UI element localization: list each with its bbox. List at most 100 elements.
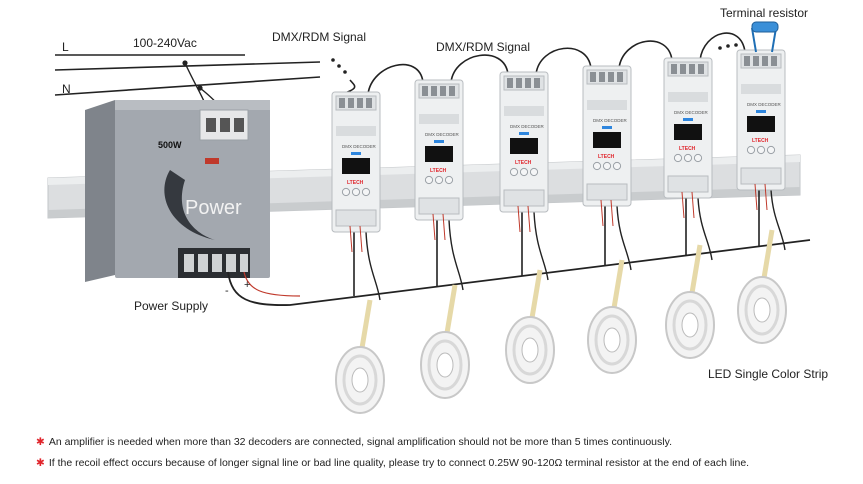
terminal-resistor-label: Terminal resistor [720, 6, 809, 20]
decoder-bottom-terminal [335, 209, 377, 227]
strip-reel-inner [672, 299, 708, 351]
terminal-screw [366, 98, 372, 108]
signal-link [535, 47, 592, 75]
signal-link [699, 32, 746, 61]
led-strip-row [335, 229, 787, 414]
strip-feed-wire [697, 197, 713, 261]
decoder-brand-text: LTECH [679, 146, 696, 152]
decoder-button-icon [746, 145, 756, 155]
decoder-model-text: DMX DECODER [342, 144, 377, 149]
signal-link [450, 54, 509, 83]
decoder-bottom-terminal [503, 189, 545, 207]
decoder-button-icon [529, 167, 539, 177]
decoder-button-icon [683, 153, 693, 163]
strip-reel-core [436, 352, 454, 378]
terminal-screw [771, 56, 777, 66]
decoder-button-icon [766, 145, 776, 155]
note-text: If the recoil effect occurs because of l… [48, 457, 750, 469]
psu-wattage-text: 500W [158, 140, 182, 150]
decoder-display [342, 158, 370, 174]
terminal-screw [680, 64, 686, 74]
terminal-screw [525, 78, 531, 88]
led-strip-coil [505, 269, 555, 384]
terminal-screw [671, 64, 677, 74]
decoder-button-icon [361, 187, 371, 197]
red-lead [349, 225, 353, 253]
strip-reel-core [351, 367, 369, 393]
decoder-led [351, 152, 361, 155]
strip-feed-wire [448, 219, 464, 291]
terminal-screw [440, 86, 446, 96]
decoder-led [683, 118, 693, 121]
terminal-screw [599, 72, 605, 82]
decoder-model-text: DMX DECODER [510, 124, 545, 129]
decoder-display [593, 132, 621, 148]
decoder-button-icon [509, 167, 519, 177]
decoder-button-icon [612, 161, 622, 171]
decoder-brand-text: LTECH [430, 168, 447, 174]
red-lead [681, 191, 685, 219]
decoder-brand-text: LTECH [598, 154, 615, 160]
decoder-button-icon [756, 145, 766, 155]
decoder-display [510, 138, 538, 154]
note-item: ✱If the recoil effect occurs because of … [36, 453, 856, 474]
signal-label-left: DMX/RDM Signal [272, 30, 367, 44]
polarity-plus: + [244, 279, 251, 291]
dc-power-bus [227, 239, 811, 306]
strip-reel-inner [342, 354, 378, 406]
decoder-button-icon [519, 167, 529, 177]
decoder-bottom-terminal [667, 175, 709, 193]
decoder-brand-text: LTECH [515, 160, 532, 166]
decoder-address-strip [741, 84, 781, 94]
terminal-screw [608, 72, 614, 82]
decoder-address-strip [587, 100, 627, 110]
strip-reel-inner [744, 284, 780, 336]
terminal-resistor [751, 21, 779, 53]
decoder-led [434, 140, 444, 143]
decoder-bottom-terminal [586, 183, 628, 201]
strip-reel-core [681, 312, 699, 338]
signal-label-middle: DMX/RDM Signal [436, 40, 531, 54]
decoder-brand-text: LTECH [752, 138, 769, 144]
decoder-led [519, 132, 529, 135]
decoder-brand-text: LTECH [347, 180, 364, 186]
red-lead [442, 213, 446, 241]
red-lead [691, 191, 695, 219]
decoder-model-text: DMX DECODER [425, 132, 460, 137]
terminal-screw [516, 78, 522, 88]
red-lead [432, 213, 436, 241]
terminal-screw [422, 86, 428, 96]
power-supply: Power 500W [85, 100, 270, 282]
terminal-screw [698, 64, 704, 74]
strip-reel-inner [512, 324, 548, 376]
terminal-screw [753, 56, 759, 66]
terminal-screw [431, 86, 437, 96]
dc-bus-tap [243, 271, 301, 297]
decoder-button-icon [693, 153, 703, 163]
neutral-label: N [62, 82, 71, 96]
terminal-screw [357, 98, 363, 108]
red-lead [517, 205, 521, 233]
decoder-display [425, 146, 453, 162]
decoder-address-strip [336, 126, 376, 136]
terminal-screw [449, 86, 455, 96]
decoder-display [747, 116, 775, 132]
asterisk-icon: ✱ [36, 436, 45, 448]
red-lead [600, 199, 604, 227]
red-lead [754, 183, 758, 211]
dmx-signal-chain [341, 32, 786, 301]
power-supply-label: Power Supply [134, 299, 209, 313]
dc-bus-line [227, 239, 811, 306]
terminal-screw [348, 98, 354, 108]
dmx-decoder: DMX DECODER LTECH [331, 91, 381, 253]
strip-reel-core [521, 337, 539, 363]
red-lead [527, 205, 531, 233]
terminal-screw [689, 64, 695, 74]
strip-feed-wire [770, 189, 786, 251]
strip-reel-inner [427, 339, 463, 391]
strip-feed-wire [616, 205, 632, 271]
signal-link [367, 63, 424, 95]
voltage-label: 100-240Vac [133, 36, 197, 50]
decoder-model-text: DMX DECODER [674, 110, 709, 115]
